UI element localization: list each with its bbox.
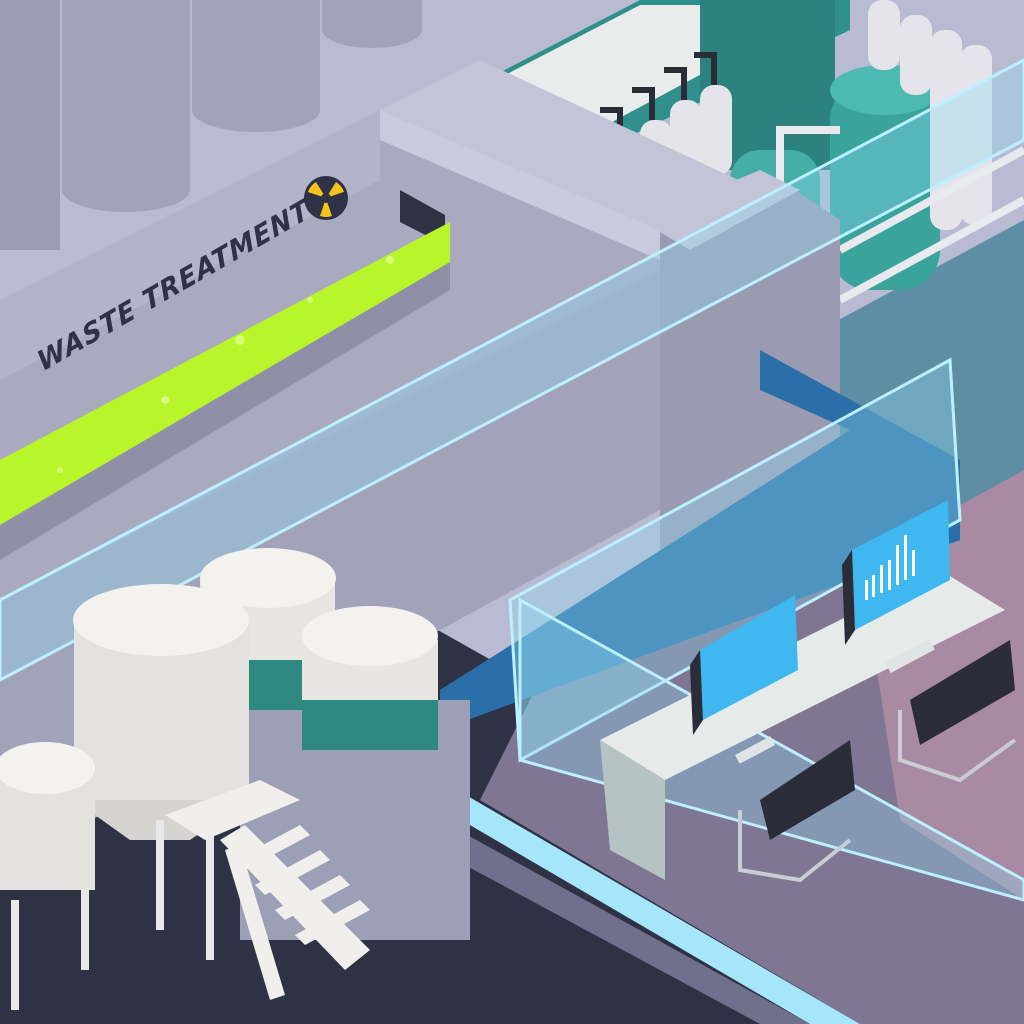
silos [0,0,422,250]
front-conveyor [410,780,860,1024]
stairs [165,780,370,1000]
monitor-left [690,595,798,764]
column-top [640,170,800,250]
monitor-right [842,500,950,674]
bar-chart-graphic [865,535,915,600]
chairs [738,640,1017,883]
desk-leg [600,740,665,880]
desk-top [600,570,1005,780]
wall-top [0,110,380,380]
bubbles [57,256,394,473]
roof-edge [380,110,660,260]
channel-lip [0,262,450,560]
toxic-liquid-channel [0,222,450,525]
machine-roof [380,60,760,230]
radiation-hazard-icon [304,176,348,220]
blue-conveyor [440,350,960,730]
glass-panels [0,58,1024,902]
white-tanks [0,548,470,1010]
